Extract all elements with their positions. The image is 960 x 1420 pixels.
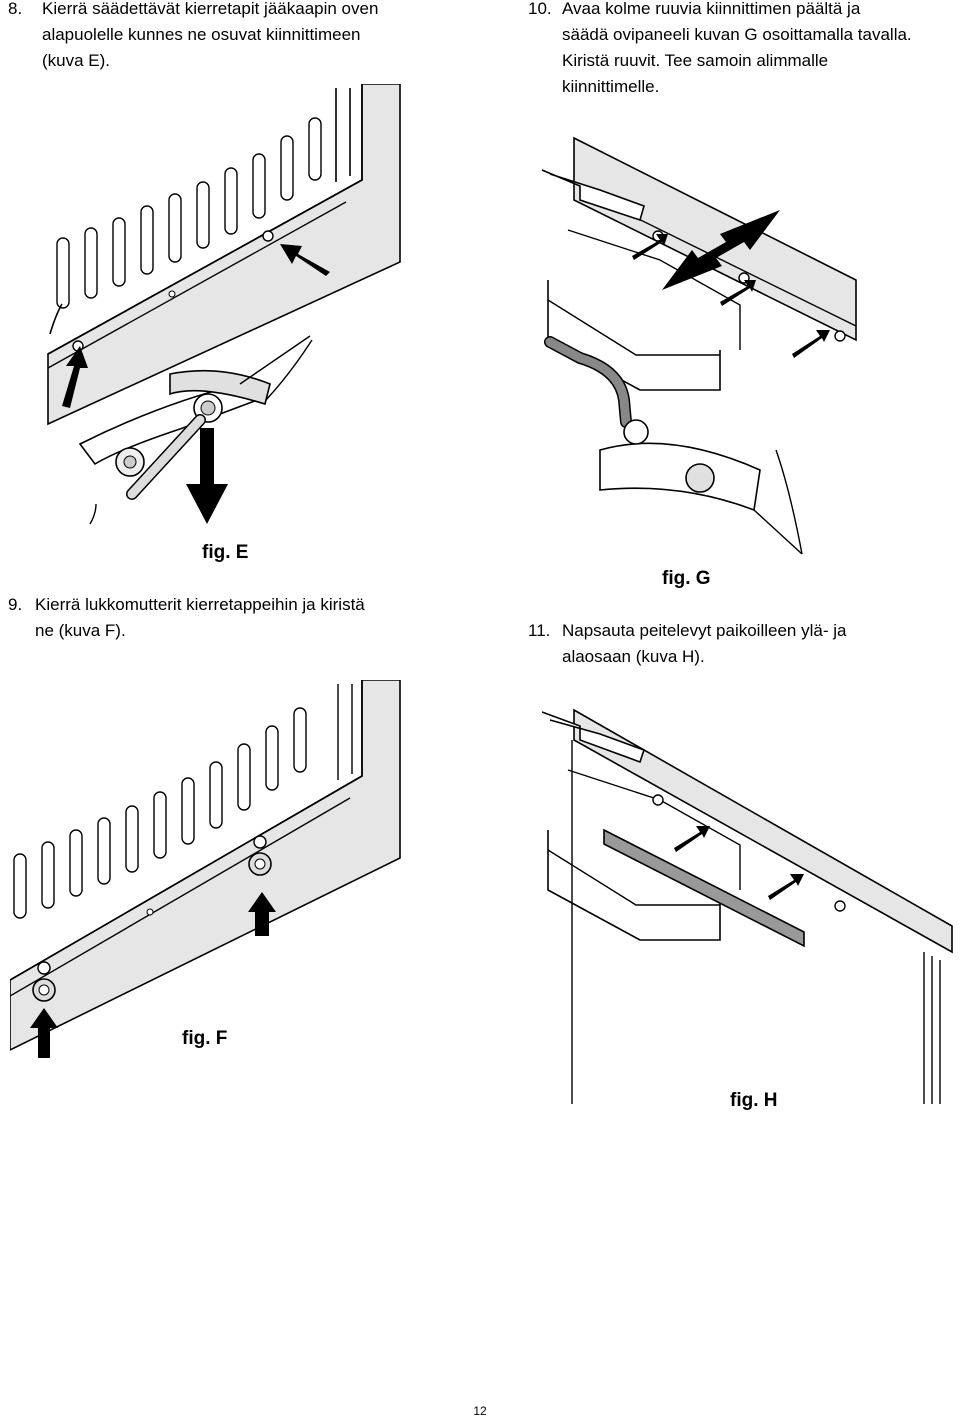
step-text-line: ne (kuva F).	[35, 621, 126, 640]
step-text-line: Avaa kolme ruuvia kiinnittimen päältä ja	[562, 0, 861, 18]
figure-g-illustration	[541, 136, 857, 555]
figure-h-illustration	[541, 708, 953, 1104]
figure-e-illustration	[47, 84, 401, 525]
step-text-line: säädä ovipaneeli kuvan G osoittamalla ta…	[562, 25, 912, 44]
step-text-line: Kierrä säädettävät kierretapit jääkaapin…	[42, 0, 379, 18]
step-number: 10.	[528, 0, 552, 18]
step-text-line: Napsauta peitelevyt paikoilleen ylä- ja	[562, 621, 847, 640]
page-number: 12	[473, 1404, 487, 1418]
step-text-line: Kiristä ruuvit. Tee samoin alimmalle	[562, 51, 829, 70]
step-number: 8.	[8, 0, 23, 18]
figure-f-illustration	[10, 680, 401, 1058]
step-number: 11.	[528, 621, 551, 640]
step-text-line: alapuolelle kunnes ne osuvat kiinnittime…	[42, 25, 361, 44]
figure-label-f: fig. F	[182, 1028, 228, 1049]
figure-label-h: fig. H	[730, 1090, 778, 1111]
step-text-line: kiinnittimelle.	[562, 77, 660, 96]
figure-label-g: fig. G	[662, 568, 711, 589]
figure-label-e: fig. E	[202, 542, 249, 563]
step-text-line: Kierrä lukkomutterit kierretappeihin ja …	[35, 595, 365, 614]
step-text-line: (kuva E).	[42, 51, 111, 70]
step-number: 9.	[8, 595, 23, 614]
step-text-line: alaosaan (kuva H).	[562, 647, 705, 666]
